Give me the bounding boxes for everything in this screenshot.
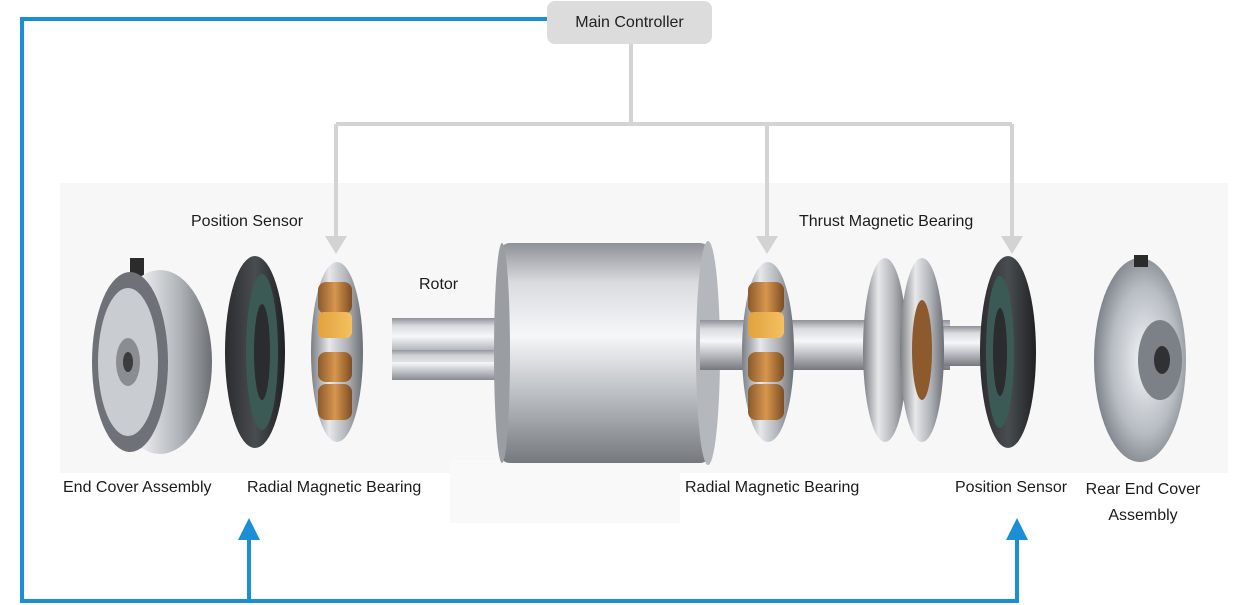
thrust-bearing-image <box>863 258 944 442</box>
radial-bearing-left-label: Radial Magnetic Bearing <box>247 479 422 496</box>
control-arrow-left <box>325 236 347 254</box>
main-controller-label: Main Controller <box>575 13 684 31</box>
main-controller-box: Main Controller <box>547 1 712 44</box>
position-sensor-right-label: Position Sensor <box>955 479 1068 496</box>
position-sensor-right-image <box>980 256 1036 448</box>
position-sensor-left-label: Position Sensor <box>191 213 304 230</box>
control-lines <box>334 44 1014 240</box>
feedback-loop <box>20 17 1019 603</box>
thrust-bearing-label: Thrust Magnetic Bearing <box>799 213 974 230</box>
rear-end-cover-label: Rear End Cover Assembly <box>1073 477 1213 529</box>
rear-end-cover-label-line2: Assembly <box>1108 507 1178 524</box>
radial-bearing-right-label: Radial Magnetic Bearing <box>685 479 860 496</box>
feedback-arrow-right <box>1006 518 1028 540</box>
feedback-arrow-left <box>238 518 260 540</box>
rear-end-cover-label-line1: Rear End Cover <box>1085 481 1201 498</box>
radial-bearing-right-image <box>742 262 794 442</box>
rotor-label: Rotor <box>419 276 459 293</box>
end-cover-assembly-image <box>92 258 212 454</box>
radial-bearing-left-image <box>311 262 363 442</box>
position-sensor-left-image <box>225 256 285 448</box>
rear-end-cover-image <box>1094 255 1186 462</box>
control-arrow-right <box>1001 236 1023 254</box>
control-arrow-middle <box>756 236 778 254</box>
end-cover-label: End Cover Assembly <box>63 479 212 496</box>
photo-background-lower <box>450 460 680 523</box>
